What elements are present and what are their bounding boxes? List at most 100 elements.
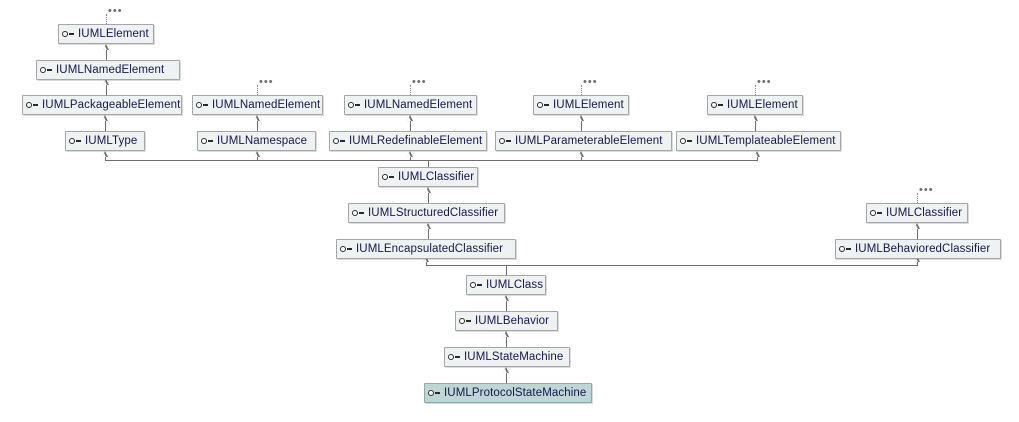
arrowhead-n15-n13	[424, 223, 431, 229]
edge-statemachine-to-behavior	[506, 337, 507, 347]
uml-node-label: IUMLTemplateableElement	[696, 135, 836, 147]
uml-node-iumlelement[interactable]: IUMLElement	[707, 95, 803, 115]
arrowhead-n1-n0	[102, 44, 109, 50]
arrowhead-bus-type	[101, 151, 108, 157]
dotted-stub-n5	[581, 85, 582, 95]
uml-node-iumlnamedelement[interactable]: IUMLNamedElement	[192, 95, 323, 115]
interface-icon	[340, 243, 353, 255]
edge-namespace-to-named	[257, 121, 258, 131]
arrowhead-n8-n3	[253, 115, 260, 121]
bus-drop-class	[506, 265, 507, 275]
edge-templateable-to-element	[755, 121, 756, 131]
uml-node-iumlnamedelement[interactable]: IUMLNamedElement	[36, 60, 180, 80]
interface-icon	[196, 99, 209, 111]
interface-icon	[839, 243, 852, 255]
interface-icon	[680, 135, 693, 147]
arrowhead-n16-n14	[913, 223, 920, 229]
bus-class-parents	[426, 265, 918, 266]
interface-icon	[537, 99, 550, 111]
bus-stub-parameterable	[581, 157, 582, 161]
arrowhead-bus-parameterable	[577, 151, 584, 157]
edge-behaviored-to-classifier	[917, 229, 918, 239]
arrowhead-n9-n4	[406, 115, 413, 121]
uml-node-iumlredefinableelement[interactable]: IUMLRedefinableElement	[329, 131, 487, 151]
edge-type-to-packageable	[105, 121, 106, 131]
dotted-stub-n0	[106, 14, 107, 24]
dotted-stub-n14	[917, 193, 918, 203]
edge-namedelement-to-element	[106, 50, 107, 60]
interface-icon	[459, 315, 472, 327]
uml-node-label: IUMLBehavior	[475, 315, 550, 327]
uml-node-label: IUMLPackageableElement	[42, 99, 181, 111]
uml-node-label: IUMLParameterableElement	[515, 135, 663, 147]
uml-node-iumlpackageableelement[interactable]: IUMLPackageableElement	[22, 95, 182, 115]
bus-stub-type	[105, 157, 106, 161]
bus-classifier-parents	[105, 160, 757, 161]
interface-icon	[26, 99, 39, 111]
edge-protocol-to-statemachine	[506, 373, 507, 383]
uml-node-label: IUMLNamedElement	[212, 99, 321, 111]
uml-node-iumlbehavioredclassifier[interactable]: IUMLBehavioredClassifier	[835, 239, 1001, 259]
arrowhead-n11-n6	[751, 115, 758, 121]
arrowhead-n2-n1	[102, 79, 109, 85]
interface-icon	[348, 99, 361, 111]
interface-icon	[711, 99, 724, 111]
dotted-stub-n3	[257, 85, 258, 95]
interface-icon	[201, 135, 214, 147]
uml-node-iumlclass[interactable]: IUMLClass	[466, 275, 546, 295]
interface-icon	[470, 279, 483, 291]
arrowhead-n18-n17	[502, 295, 509, 301]
uml-node-iumlelement[interactable]: IUMLElement	[533, 95, 629, 115]
uml-node-label: IUMLClass	[486, 279, 544, 291]
ellipsis-n3: •••	[259, 76, 274, 88]
uml-node-iumlnamedelement[interactable]: IUMLNamedElement	[344, 95, 477, 115]
arrowhead-bus-encapsulated	[422, 256, 429, 262]
arrowhead-n19-n18	[502, 331, 509, 337]
uml-node-label: IUMLClassifier	[398, 171, 475, 183]
uml-node-label: IUMLRedefinableElement	[349, 135, 483, 147]
edge-structured-to-classifier	[428, 193, 429, 203]
dotted-stub-n4	[410, 85, 411, 95]
uml-node-label: IUMLProtocolStateMachine	[444, 387, 587, 399]
uml-node-iumlparameterableelement[interactable]: IUMLParameterableElement	[495, 131, 672, 151]
uml-node-iumlnamespace[interactable]: IUMLNamespace	[197, 131, 316, 151]
interface-icon	[870, 207, 883, 219]
uml-node-iumlstatemachine[interactable]: IUMLStateMachine	[444, 347, 570, 367]
bus-stub-redefinable	[410, 157, 411, 161]
uml-node-label: IUMLBehavioredClassifier	[855, 243, 991, 255]
arrowhead-n20-n19	[502, 367, 509, 373]
arrowhead-n10-n5	[577, 115, 584, 121]
edge-behavior-to-class	[506, 301, 507, 311]
uml-node-label: IUMLStateMachine	[464, 351, 564, 363]
interface-icon	[499, 135, 512, 147]
ellipsis-n4: •••	[412, 76, 427, 88]
ellipsis-n14: •••	[919, 184, 934, 196]
bus-stub-templateable	[757, 157, 758, 161]
interface-icon	[40, 64, 53, 76]
uml-node-iumlclassifier[interactable]: IUMLClassifier	[866, 203, 968, 223]
bus-drop-classifier	[428, 160, 429, 167]
bus-stub-behaviored	[917, 262, 918, 266]
bus-stub-encapsulated	[426, 262, 427, 266]
uml-node-label: IUMLEncapsulatedClassifier	[356, 243, 504, 255]
uml-node-iumlclassifier[interactable]: IUMLClassifier	[378, 167, 478, 187]
uml-node-label: IUMLElement	[78, 28, 149, 40]
uml-node-iumlencapsulatedclassifier[interactable]: IUMLEncapsulatedClassifier	[336, 239, 516, 259]
interface-icon	[352, 207, 365, 219]
uml-node-iumltemplateableelement[interactable]: IUMLTemplateableElement	[676, 131, 841, 151]
uml-node-label: IUMLNamespace	[217, 135, 308, 147]
interface-icon	[333, 135, 346, 147]
uml-node-iumlelement[interactable]: IUMLElement	[58, 24, 154, 44]
arrowhead-n7-n2	[101, 115, 108, 121]
uml-node-iumlbehavior[interactable]: IUMLBehavior	[455, 311, 558, 331]
bus-stub-namespace	[257, 157, 258, 161]
uml-node-label: IUMLClassifier	[886, 207, 963, 219]
interface-icon	[69, 135, 82, 147]
edge-redefinable-to-named	[410, 121, 411, 131]
uml-node-iumltype[interactable]: IUMLType	[65, 131, 145, 151]
uml-node-label: IUMLNamedElement	[364, 99, 473, 111]
interface-icon	[62, 28, 75, 40]
uml-node-iumlstructuredclassifier[interactable]: IUMLStructuredClassifier	[348, 203, 505, 223]
edge-encapsulated-to-structured	[428, 229, 429, 239]
uml-node-iumlprotocolstatemachine[interactable]: IUMLProtocolStateMachine	[424, 383, 592, 403]
